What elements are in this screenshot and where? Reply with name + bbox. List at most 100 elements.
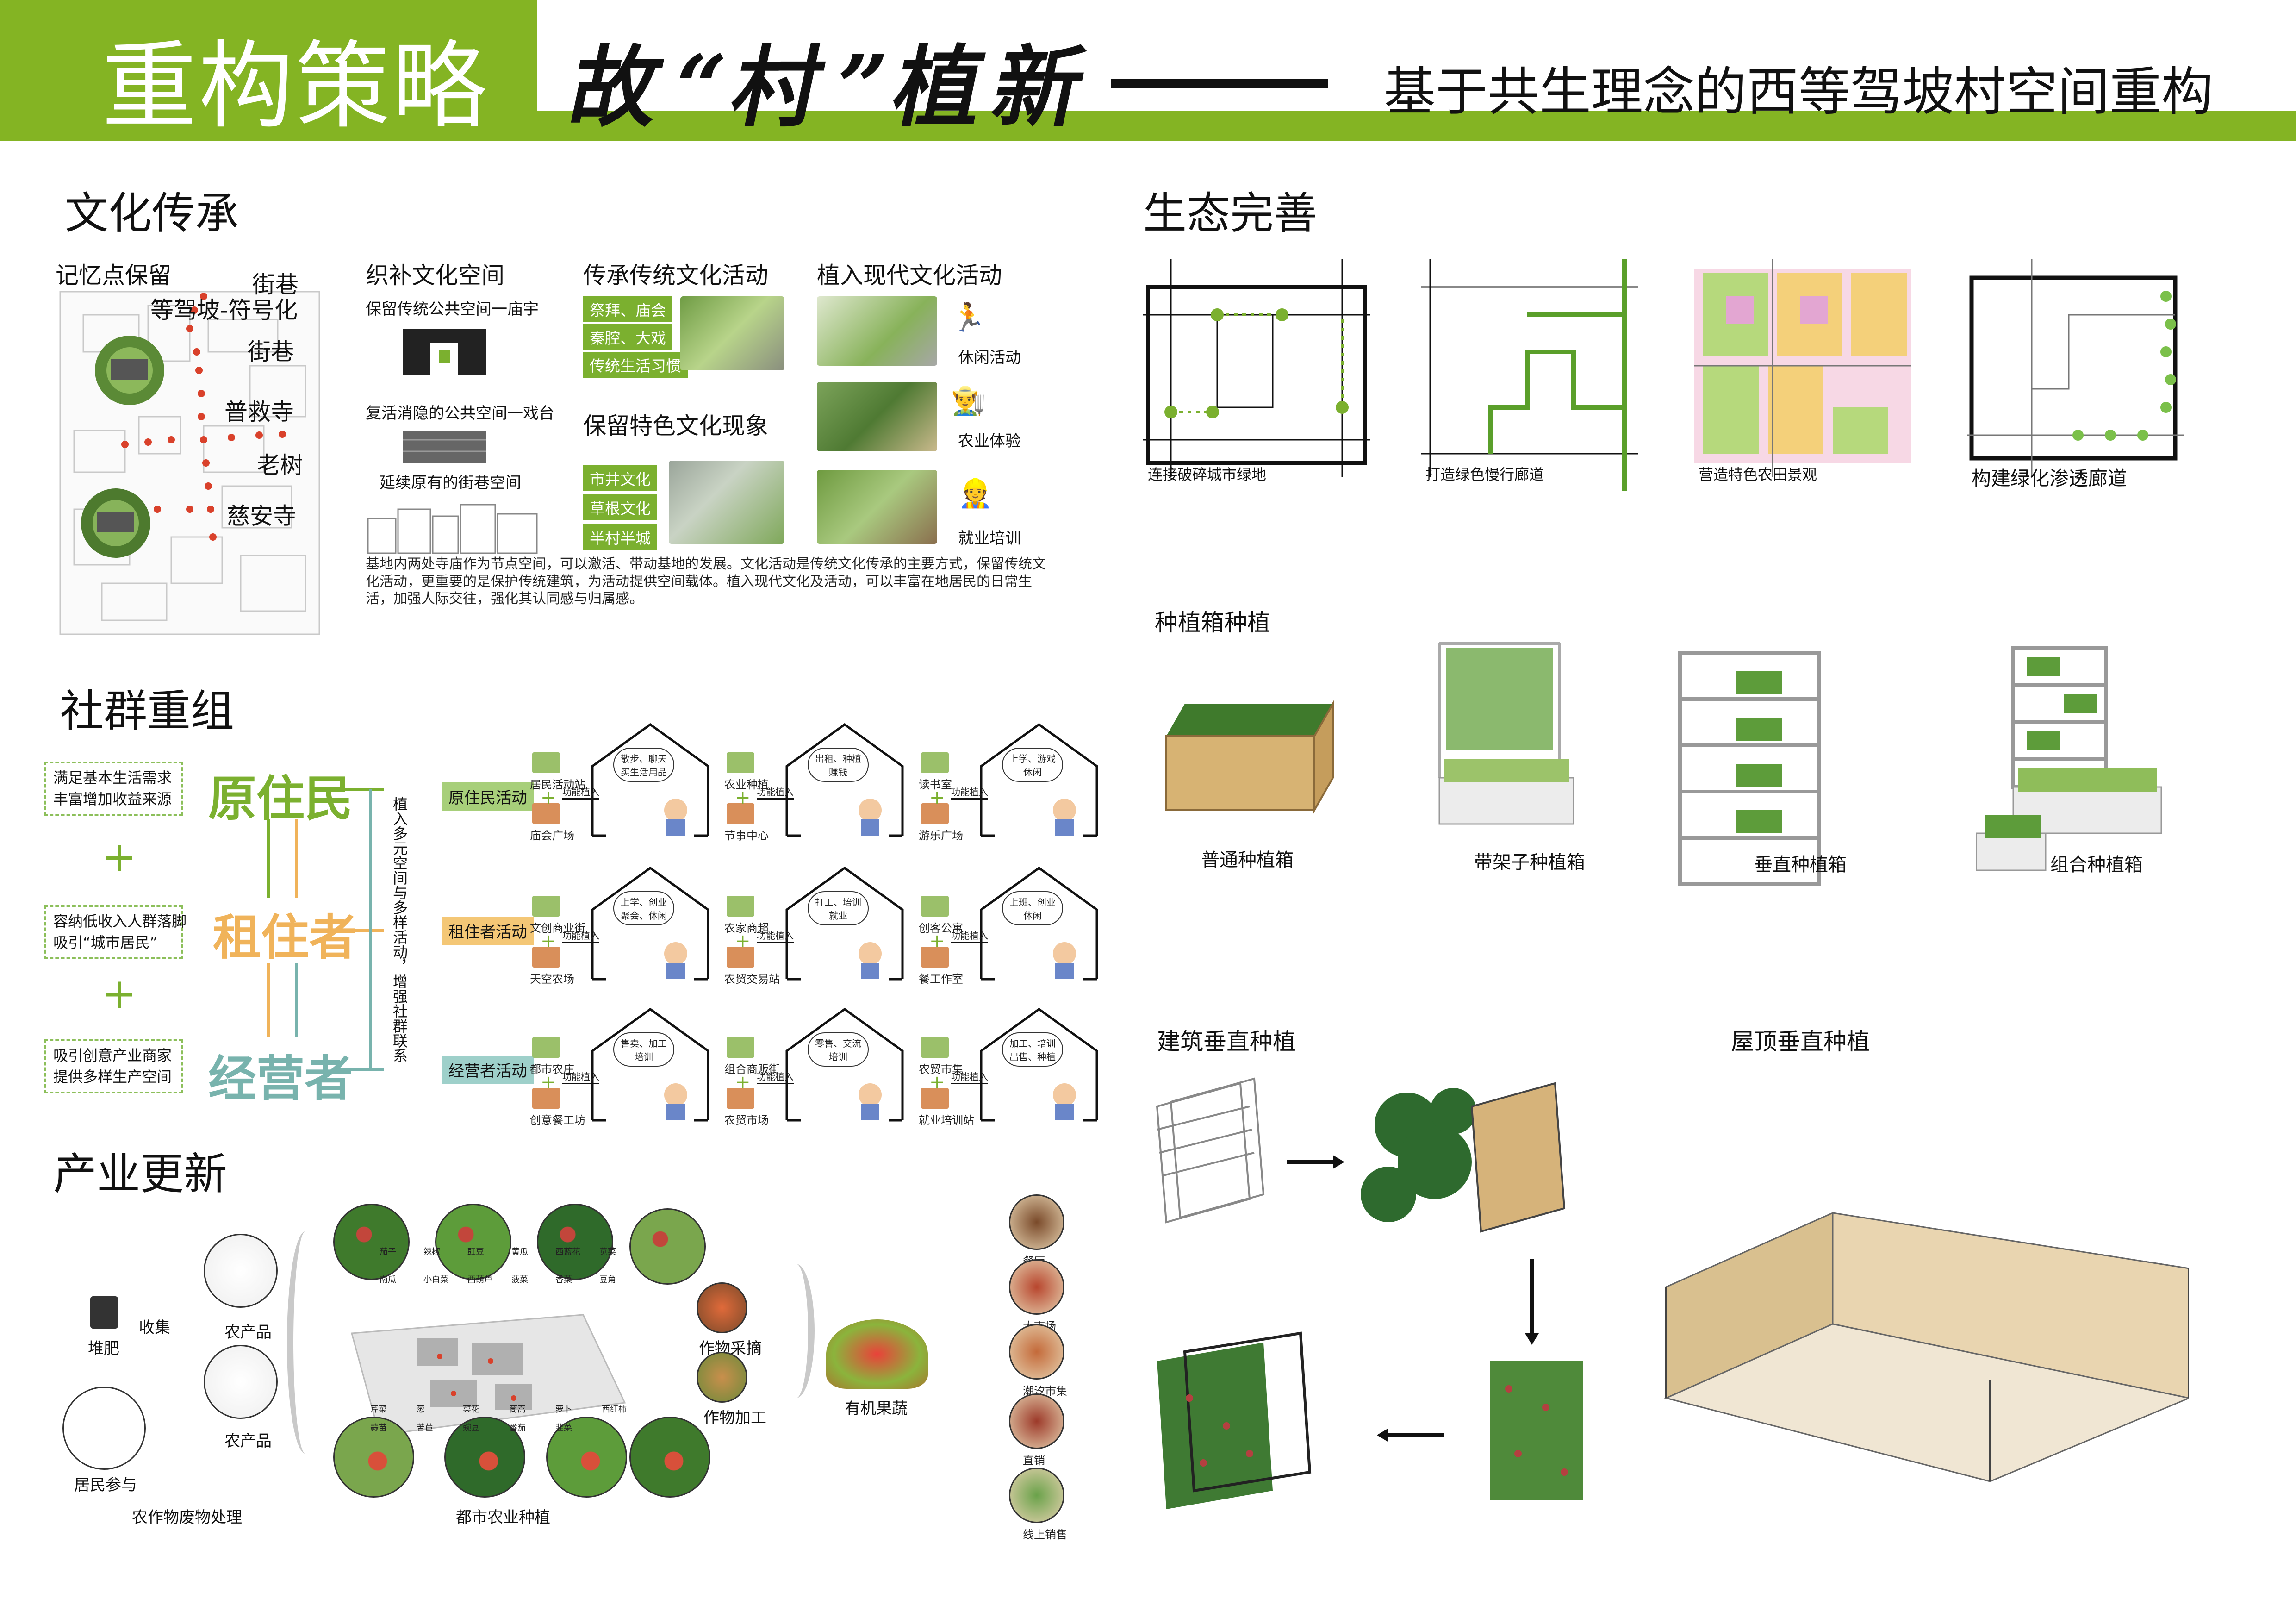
phenomena-title: 保留特色文化现象 (583, 412, 768, 439)
plus-sign: + (541, 787, 556, 808)
crop-label: 豆角 (599, 1275, 616, 1285)
plus-sign-1: + (102, 833, 137, 881)
need-text-renters: 容纳低收入人群落脚 吸引“城市居民” (53, 912, 187, 952)
worker-icon: 👷 (958, 477, 993, 510)
channel-photo (1009, 1259, 1064, 1315)
need-box-renters: 容纳低收入人群落脚 吸引“城市居民” (44, 905, 187, 959)
section-title: 重构策略 (102, 31, 489, 142)
title-dash (1111, 79, 1328, 88)
crop-label: 菜花 (463, 1405, 479, 1414)
facility-label: 餐工作室 (919, 973, 963, 986)
plus-sign: + (929, 787, 945, 808)
facility-icon (921, 1088, 949, 1109)
phenomena-render-image (669, 461, 784, 544)
ecology-diagram-label: 连接破碎城市绿地 (1148, 466, 1267, 483)
facility-icon (532, 803, 560, 824)
facility-label: 农贸交易站 (724, 973, 780, 986)
crop-label: 番茄 (509, 1423, 526, 1433)
crop-photo (629, 1208, 706, 1285)
memory-map (56, 278, 342, 643)
group-connector-arrows (185, 759, 384, 1102)
channel-photo (1009, 1393, 1064, 1449)
channel-photo (1009, 1468, 1064, 1523)
crop-label: 苋菜 (599, 1247, 616, 1257)
organic-label: 有机果蔬 (845, 1399, 908, 1418)
tradition-tag-habits: 传统生活习惯 (583, 352, 688, 378)
facility-icon (921, 803, 949, 824)
speech-bubble: 出租、种植 赚钱 (808, 748, 869, 782)
crop-label: 茼蒿 (509, 1405, 526, 1414)
planter-illustration (1438, 642, 1574, 825)
planter-label: 垂直种植箱 (1754, 854, 1847, 875)
culture-paragraph: 基地内两处寺庙作为节点空间，可以激活、带动基地的发展。文化活动是传统文化传承的主… (366, 556, 1046, 607)
facility-label: 居民活动站 (530, 778, 585, 791)
facility-label: 创意餐工坊 (530, 1114, 585, 1127)
temple-icon (398, 324, 491, 380)
memory-label-alley2: 街巷 (248, 338, 294, 365)
function-inject-label: 功能植入 (562, 1069, 599, 1084)
facility-icon (727, 752, 754, 773)
ecology-diagram-label: 构建绿化渗透廊道 (1972, 467, 2128, 490)
weave-item-temple: 保留传统公共空间一庙宇 (366, 300, 539, 319)
collect-label: 收集 (139, 1318, 170, 1337)
house-outline (785, 1007, 904, 1122)
need-box-residents: 满足基本生活需求 丰富增加收益来源 (44, 762, 183, 816)
facility-label: 组合商贩街 (724, 1063, 780, 1076)
house-outline (980, 866, 1098, 981)
speech-bubble: 打工、培训 就业 (808, 891, 869, 925)
crop-label: 南瓜 (380, 1275, 396, 1285)
produce-label-1: 农产品 (224, 1323, 272, 1342)
facility-icon (921, 896, 949, 917)
activity-renters: 租住者活动 (442, 917, 534, 945)
facility-icon (532, 896, 560, 917)
function-inject-label: 功能植入 (757, 1069, 794, 1084)
planter-illustration (1165, 700, 1334, 814)
speech-bubble: 散步、聊天 买生活用品 (613, 748, 674, 782)
pick-photo (697, 1282, 747, 1333)
crop-label: 蒜苗 (370, 1423, 387, 1433)
produce-label-2: 农产品 (224, 1432, 272, 1450)
process-photo (697, 1352, 747, 1403)
facility-icon (921, 1037, 949, 1058)
tradition-title: 传承传统文化活动 (583, 262, 768, 289)
ecology-heading: 生态完善 (1143, 188, 1318, 239)
crop-photo (333, 1204, 410, 1280)
modern-leisure-image (817, 296, 937, 366)
memory-label-cian: 慈安寺 (227, 503, 296, 530)
modern-item-farm: 农业体验 (958, 432, 1021, 450)
ecology-diagram (1967, 259, 2184, 477)
phenomena-tag-market: 市井文化 (583, 465, 657, 491)
tradition-render-image (680, 296, 784, 370)
plus-sign-2: + (102, 969, 137, 1018)
channel-label: 线上销售 (1023, 1528, 1067, 1541)
function-inject-label: 功能植入 (951, 785, 988, 800)
facility-icon (727, 896, 754, 917)
facility-icon (532, 752, 560, 773)
header-title-block (0, 0, 537, 141)
tradition-tag-opera: 秦腔、大戏 (583, 324, 672, 350)
facility-label: 农贸市场 (724, 1114, 769, 1127)
modern-farm-image (817, 382, 937, 451)
phenomena-tag-grassroots: 草根文化 (583, 494, 657, 520)
compost-label: 堆肥 (88, 1339, 119, 1358)
community-heading: 社群重组 (60, 686, 235, 737)
house-outline (785, 866, 904, 981)
activity-operators: 经营者活动 (442, 1056, 534, 1084)
residents-circle (62, 1387, 146, 1470)
facility-icon (532, 1088, 560, 1109)
crop-label: 芹菜 (370, 1405, 387, 1414)
crop-label: 豌豆 (463, 1423, 479, 1433)
planter-illustration (1976, 646, 2162, 871)
facility-label: 庙会广场 (530, 829, 574, 842)
plus-sign: + (541, 931, 556, 952)
crop-label: 西葫芦 (467, 1275, 492, 1285)
facility-icon (727, 1037, 754, 1058)
facility-label: 创客公寓 (919, 922, 963, 935)
function-inject-label: 功能植入 (562, 785, 599, 800)
crop-photo (444, 1417, 525, 1498)
modern-item-training: 就业培训 (958, 529, 1021, 548)
crop-label: 葱 (417, 1405, 425, 1414)
plus-sign: + (541, 1072, 556, 1093)
crop-photo (537, 1204, 613, 1280)
running-people-icon: 🏃 (951, 301, 986, 334)
